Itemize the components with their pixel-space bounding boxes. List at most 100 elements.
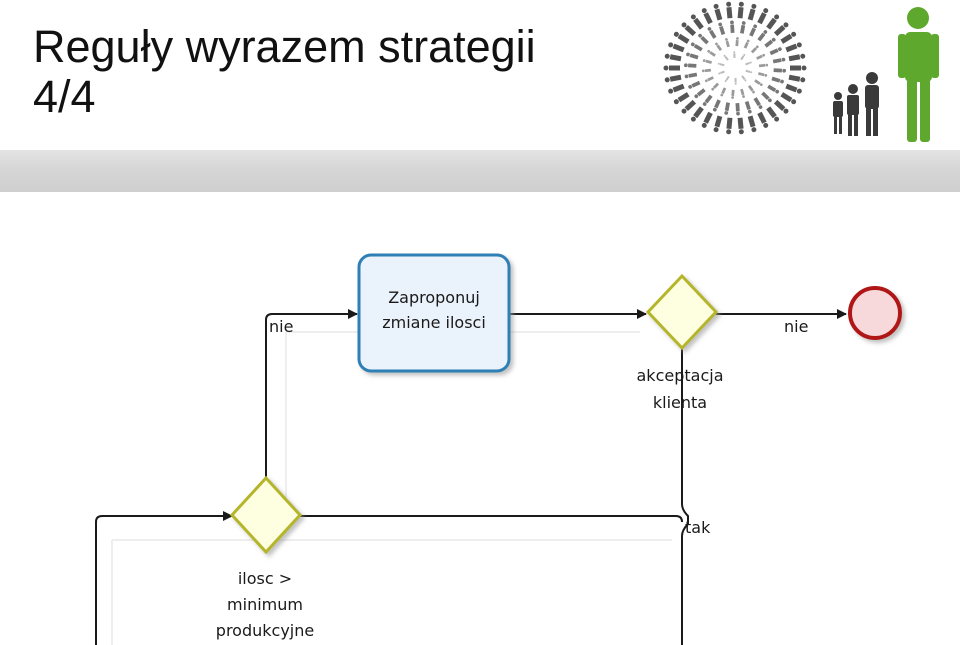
logo-spiral-figure xyxy=(773,22,789,37)
logo-spiral-figure xyxy=(673,92,690,105)
logo-spiral-figure xyxy=(790,65,807,71)
logo-spiral-figure xyxy=(683,63,697,68)
logo-spiral-figure xyxy=(750,45,759,54)
flow-label-tak: tak xyxy=(685,518,711,537)
logo-spiral-figure xyxy=(771,76,784,84)
logo-spiral-figure xyxy=(780,31,797,44)
logo-spiral-figure xyxy=(788,74,806,83)
logo-spiral-figure xyxy=(701,68,712,73)
logo-spiral-figure xyxy=(723,54,729,61)
logo-spiral-figure xyxy=(761,91,772,103)
logo-spiral-figure xyxy=(717,62,725,67)
logo-spiral-figure xyxy=(788,53,806,62)
gateway-bottom-label-line3: produkcyjne xyxy=(216,621,314,640)
gateway-top-label-line2: klienta xyxy=(653,393,707,412)
logo-spiral-figure xyxy=(724,102,730,115)
task-box xyxy=(357,253,511,373)
flow-nie-to-task xyxy=(265,309,358,478)
logo-spiral-figure xyxy=(664,74,682,83)
gateway-top-label-line1: akceptacja xyxy=(637,366,724,385)
logo-spiral-figure xyxy=(733,51,736,58)
gateway-bottom-diamond xyxy=(229,475,303,555)
logo-spiral-figure xyxy=(764,37,776,48)
logo-spiral-figure xyxy=(734,78,737,85)
logo-spiral-figure xyxy=(690,42,703,52)
logo-spiral-figure xyxy=(745,69,753,74)
logo-spiral-figure xyxy=(785,83,802,94)
logo-spiral-figure xyxy=(718,70,725,75)
logo-spiral-figure xyxy=(754,79,763,87)
logo-spiral-figure xyxy=(730,20,735,33)
logo-spiral-figure xyxy=(702,94,713,106)
logo-spiral-figure xyxy=(773,99,789,114)
sequence-flows xyxy=(95,309,847,645)
logo-spiral-figure xyxy=(772,57,786,64)
slide-title-line1: Reguły wyrazem strategii xyxy=(33,21,536,72)
logo-spiral-figure xyxy=(745,61,752,66)
task-propose-quantity-change: Zaproponuj zmiane ilosci xyxy=(357,253,511,373)
logo-spiral-figure xyxy=(737,117,744,135)
logo-spiral-figure xyxy=(664,53,682,62)
logo-spiral-figure xyxy=(740,21,746,34)
logo-spiral-figure xyxy=(668,83,685,94)
logo-spiral-figure xyxy=(769,47,782,56)
logo-spiral-figure xyxy=(715,42,723,52)
slide-title: Reguły wyrazem strategii 4/4 xyxy=(33,22,536,122)
logo-spiral-figure xyxy=(690,14,704,30)
logo-people-row xyxy=(833,7,939,142)
logo-spiral-figure xyxy=(704,76,714,83)
logo-spiral-figure xyxy=(766,106,780,122)
logo-spiral-figure xyxy=(735,103,740,116)
logo-spiral-figure xyxy=(688,80,701,89)
logo-spiral-figure xyxy=(702,59,712,64)
logo-spiral-figure xyxy=(698,33,709,45)
logo-spiral-figure xyxy=(718,22,726,35)
logo-spiral-figure xyxy=(663,65,680,71)
flow-label-nie-left: nie xyxy=(269,317,293,336)
logo-spiral-figure xyxy=(713,3,723,21)
logo-spiral-figure xyxy=(731,89,735,99)
logo-spiral-figure xyxy=(707,49,716,57)
end-event xyxy=(848,286,902,340)
logo-spiral-figure xyxy=(725,38,730,48)
logo-spiral-figure xyxy=(681,22,697,37)
logo-spiral-figure xyxy=(740,53,746,61)
logo-spiral-figure xyxy=(767,84,780,94)
logo-spiral-figure xyxy=(747,3,757,21)
logo-spiral-figure xyxy=(712,99,721,112)
logo-spiral-figure xyxy=(758,63,769,68)
logo-spiral-figure xyxy=(741,75,747,82)
logo-spiral-figure xyxy=(726,1,733,19)
logo-spiral-figure xyxy=(749,24,758,37)
end-event-circle xyxy=(848,286,902,340)
gateway-bottom-label-line2: minimum xyxy=(227,595,303,614)
flow-label-nie-right: nie xyxy=(784,317,808,336)
flow-tak-down xyxy=(681,348,689,645)
logo-spiral-figure xyxy=(747,84,755,94)
logo-spiral-figure xyxy=(713,115,723,133)
logo-spiral-figure xyxy=(766,14,780,30)
logo-spiral-figure xyxy=(684,72,698,79)
logo-spiral-figure xyxy=(701,8,713,25)
logo-spiral-figure xyxy=(747,115,757,133)
logo-spiral-figure xyxy=(780,92,797,105)
logo-spiral-figure xyxy=(743,39,750,49)
logo-spiral-figure xyxy=(740,88,745,98)
flow-incoming xyxy=(95,511,233,645)
logo-spiral-figure xyxy=(681,99,697,114)
gateway-bottom-label-line1: ilosc > xyxy=(238,569,292,588)
logo-spiral-figure xyxy=(711,82,720,91)
logo-spiral-figure xyxy=(686,52,699,60)
logo-spiral-figure xyxy=(785,42,802,53)
logo-spiral xyxy=(663,1,807,135)
flow-bottom-right xyxy=(300,515,683,523)
logo-spiral-figure xyxy=(673,31,690,44)
people-logo xyxy=(663,1,939,142)
logo-spiral-figure xyxy=(758,72,768,77)
background-guides xyxy=(111,331,672,645)
logo-spiral-figure xyxy=(757,8,769,25)
logo-spiral-figure xyxy=(773,68,787,73)
logo-spiral-figure xyxy=(694,88,706,99)
